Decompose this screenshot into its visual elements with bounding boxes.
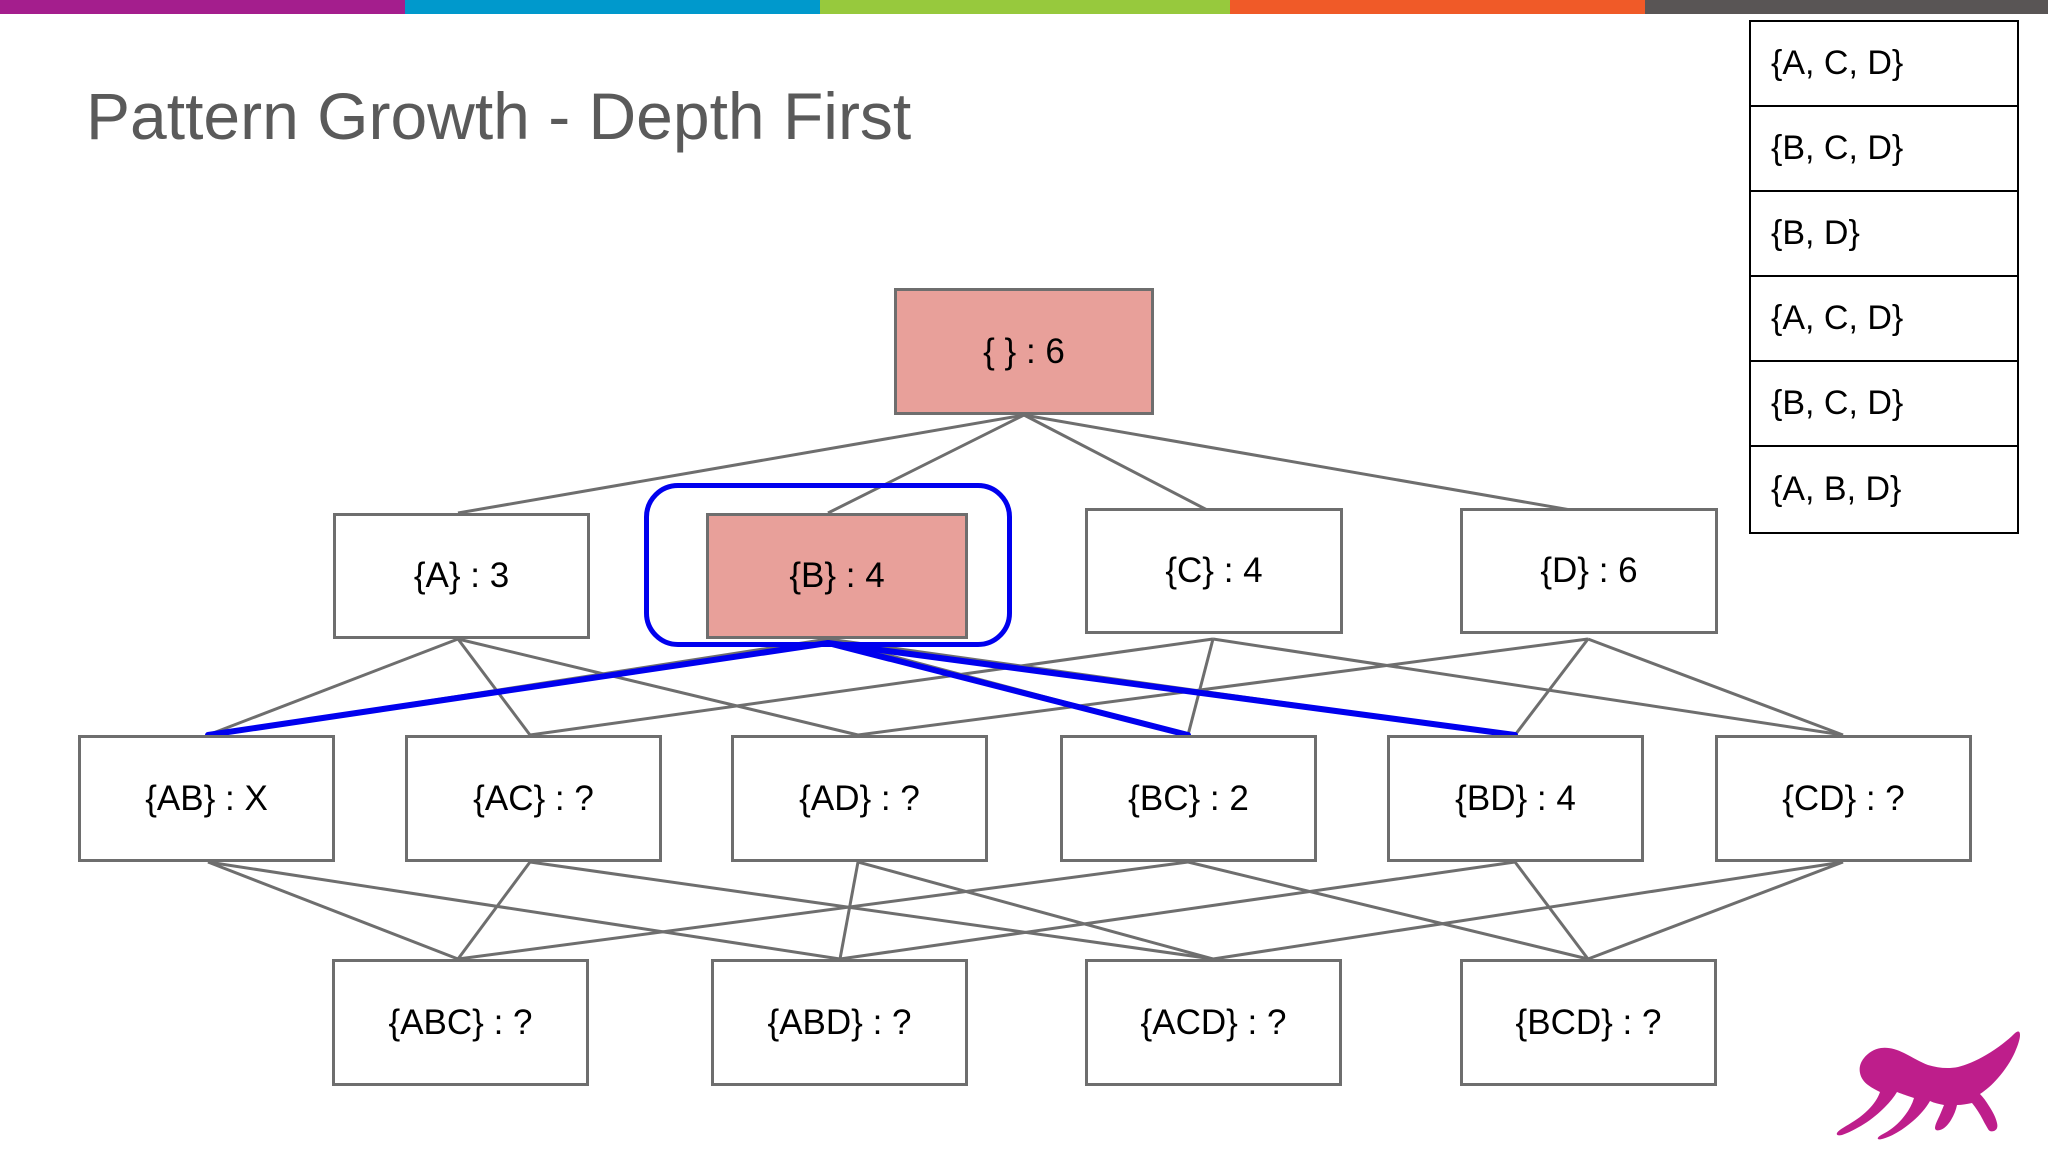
lattice-node-bd[interactable]: {BD} : 4 <box>1387 735 1644 862</box>
page-title: Pattern Growth - Depth First <box>86 79 912 153</box>
dog-logo-icon <box>1836 1031 2020 1140</box>
transaction-table: {A, C, D} {B, C, D} {B, D} {A, C, D} {B,… <box>1749 20 2019 534</box>
lattice-node-abd[interactable]: {ABD} : ? <box>711 959 968 1086</box>
lattice-node-abc[interactable]: {ABC} : ? <box>332 959 589 1086</box>
lattice-edge-group-highlighted <box>205 640 1518 738</box>
table-row: {A, C, D} <box>1751 277 2017 362</box>
lattice-node-c[interactable]: {C} : 4 <box>1085 508 1343 634</box>
color-bar-segment-gray <box>1645 0 2048 14</box>
color-bar-segment-orange <box>1230 0 1645 14</box>
table-row: {A, B, D} <box>1771 470 1902 508</box>
highlight-edge-b-bc <box>825 640 1191 738</box>
lattice-node-b[interactable]: {B} : 4 <box>706 513 968 639</box>
table-row: {B, D} <box>1751 192 2017 277</box>
color-bar-segment-magenta <box>0 0 405 14</box>
lattice-node-root[interactable]: { } : 6 <box>894 288 1154 415</box>
highlight-edge-b-ab <box>205 640 831 738</box>
table-row: {B, C, D} <box>1751 107 2017 192</box>
lattice-node-ac[interactable]: {AC} : ? <box>405 735 662 862</box>
lattice-node-a[interactable]: {A} : 3 <box>333 513 590 639</box>
top-color-bar <box>0 0 2048 14</box>
lattice-node-bc[interactable]: {BC} : 2 <box>1060 735 1317 862</box>
selection-highlight-b <box>644 483 1012 647</box>
lattice-node-cd[interactable]: {CD} : ? <box>1715 735 1972 862</box>
lattice-node-acd[interactable]: {ACD} : ? <box>1085 959 1342 1086</box>
table-row: {B, C, D} <box>1751 362 2017 447</box>
table-row: {A, C, D} <box>1751 22 2017 107</box>
color-bar-segment-blue <box>405 0 820 14</box>
color-bar-segment-green <box>820 0 1230 14</box>
highlight-edge-b-bd <box>825 640 1518 738</box>
lattice-edge-group-default <box>207 413 1844 961</box>
lattice-node-bcd[interactable]: {BCD} : ? <box>1460 959 1717 1086</box>
lattice-node-ad[interactable]: {AD} : ? <box>731 735 988 862</box>
lattice-node-ab[interactable]: {AB} : X <box>78 735 335 862</box>
lattice-node-d[interactable]: {D} : 6 <box>1460 508 1718 634</box>
